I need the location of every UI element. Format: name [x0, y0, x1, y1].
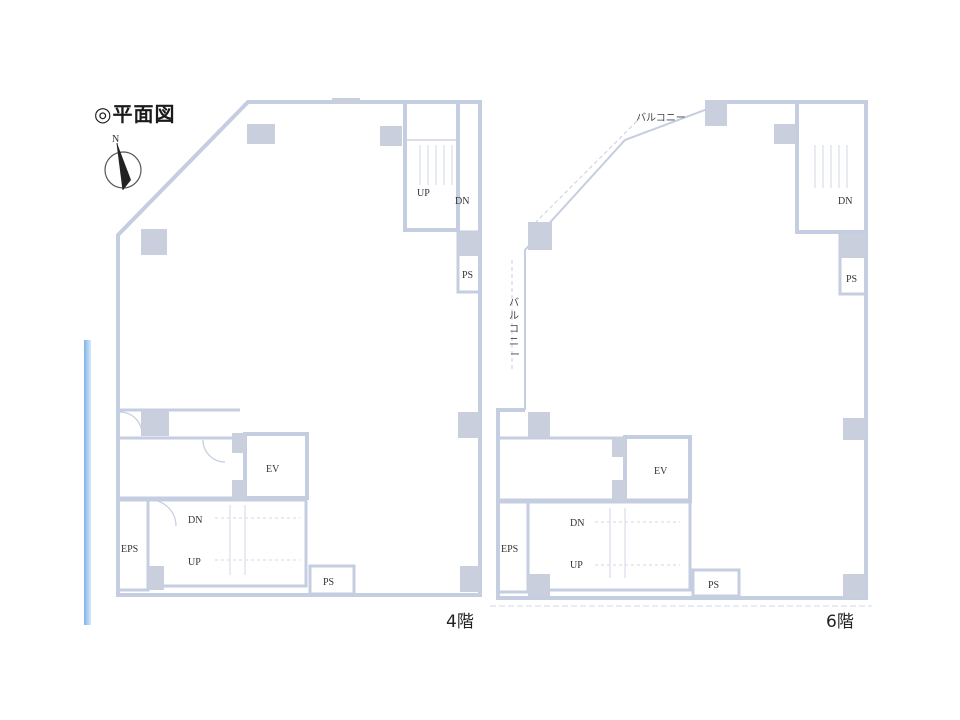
f6-balcony-side-label: バ ル コ ニ ー [509, 297, 520, 361]
left-edge-bar [84, 340, 91, 625]
f6-ev-label: EV [654, 466, 668, 477]
compass-icon: N [104, 134, 142, 191]
svg-text:ー: ー [510, 350, 520, 361]
f6-dn-label: DN [838, 196, 852, 207]
f6-ps-bottom-label: PS [708, 580, 719, 591]
floor-4-door-arcs [119, 411, 226, 527]
svg-text:ル: ル [509, 311, 519, 322]
svg-text:コ: コ [509, 324, 519, 335]
f6-eps-label: EPS [501, 544, 518, 555]
f4-up-label: UP [417, 188, 430, 199]
f6-balcony-top-label: バルコニー [636, 112, 686, 124]
page-title: ◎平面図 [94, 102, 176, 126]
f4-stair-dn-label: DN [188, 515, 202, 526]
f6-stair-up-label: UP [570, 560, 583, 571]
f6-ps-top-label: PS [846, 274, 857, 285]
floor-4-columns [141, 98, 480, 592]
compass-north-label: N [112, 134, 119, 145]
f4-ps-bottom-label: PS [323, 577, 334, 588]
svg-text:バ: バ [509, 297, 519, 309]
f4-eps-label: EPS [121, 544, 138, 555]
floor-4-stair-treads [215, 145, 453, 575]
floor-4-label: 4階 [446, 612, 474, 632]
floor-6-label: 6階 [826, 612, 854, 632]
floor-6-columns [528, 100, 866, 598]
f4-ev-label: EV [266, 464, 280, 475]
f4-dn-label: DN [455, 196, 469, 207]
floor-4-plan [116, 100, 482, 597]
floor-6-plan [496, 100, 868, 600]
svg-text:ニ: ニ [509, 337, 519, 348]
floor-6-stair-treads [595, 145, 848, 578]
f6-stair-dn-label: DN [570, 518, 584, 529]
f4-ps-top-label: PS [462, 270, 473, 281]
f4-stair-up-label: UP [188, 557, 201, 568]
